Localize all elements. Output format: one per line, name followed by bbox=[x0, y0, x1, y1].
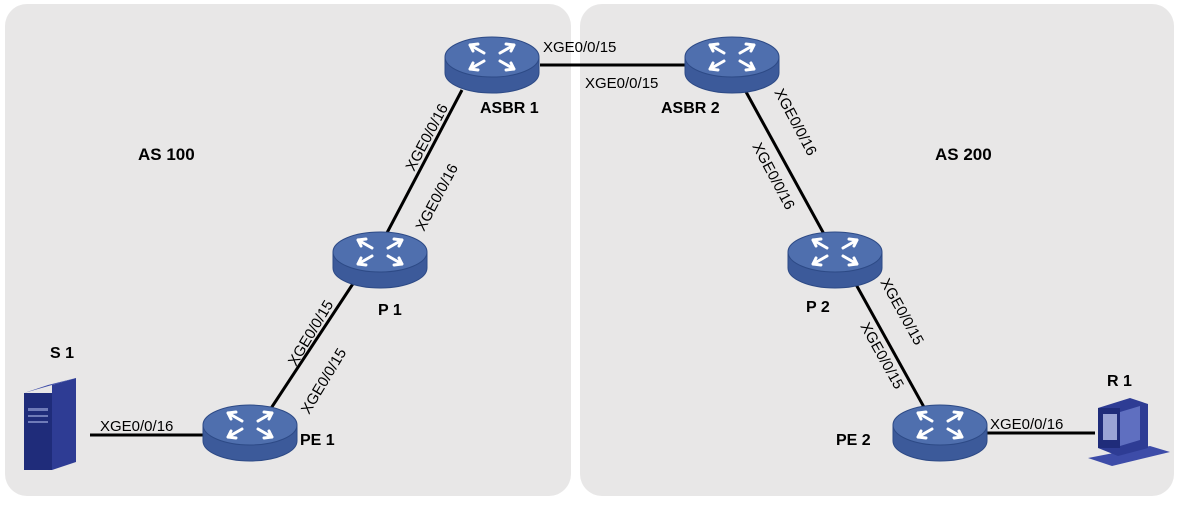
region-label-as200: AS 200 bbox=[935, 145, 992, 164]
router-icon bbox=[786, 230, 884, 290]
router-icon bbox=[891, 403, 989, 463]
router-icon bbox=[443, 35, 541, 95]
pc-r1[interactable] bbox=[1088, 398, 1170, 466]
node-label-s1: S 1 bbox=[50, 345, 74, 362]
node-label-r1: R 1 bbox=[1107, 373, 1132, 390]
server-s1[interactable] bbox=[24, 378, 76, 470]
port-label-asbr2-to-asbr1: XGE0/0/15 bbox=[585, 75, 658, 92]
router-icon bbox=[683, 35, 781, 95]
node-label-asbr1: ASBR 1 bbox=[480, 100, 539, 117]
port-label-pe2-to-r1: XGE0/0/16 bbox=[990, 416, 1063, 433]
server-icon bbox=[24, 378, 76, 470]
node-label-pe2: PE 2 bbox=[836, 432, 871, 449]
port-label-asbr1-to-asbr2: XGE0/0/15 bbox=[543, 39, 616, 56]
router-asbr1[interactable] bbox=[443, 35, 541, 95]
region-label-as100: AS 100 bbox=[138, 145, 195, 164]
router-p2[interactable] bbox=[786, 230, 884, 290]
link-asbr1-p1 bbox=[376, 89, 464, 251]
link-asbr2-p2 bbox=[743, 89, 832, 246]
link-p1-pe1 bbox=[260, 269, 364, 423]
port-label-pe1-to-s1: XGE0/0/16 bbox=[100, 418, 173, 435]
router-asbr2[interactable] bbox=[683, 35, 781, 95]
region-as100 bbox=[5, 4, 571, 496]
pc-icon bbox=[1088, 398, 1170, 466]
router-p1[interactable] bbox=[331, 230, 429, 290]
router-pe2[interactable] bbox=[891, 403, 989, 463]
node-label-p1: P 1 bbox=[378, 302, 402, 319]
node-label-p2: P 2 bbox=[806, 299, 830, 316]
node-label-pe1: PE 1 bbox=[300, 432, 335, 449]
router-pe1[interactable] bbox=[201, 403, 299, 463]
router-icon bbox=[201, 403, 299, 463]
node-label-asbr2: ASBR 2 bbox=[661, 100, 720, 117]
link-p2-pe2 bbox=[846, 269, 932, 419]
router-icon bbox=[331, 230, 429, 290]
